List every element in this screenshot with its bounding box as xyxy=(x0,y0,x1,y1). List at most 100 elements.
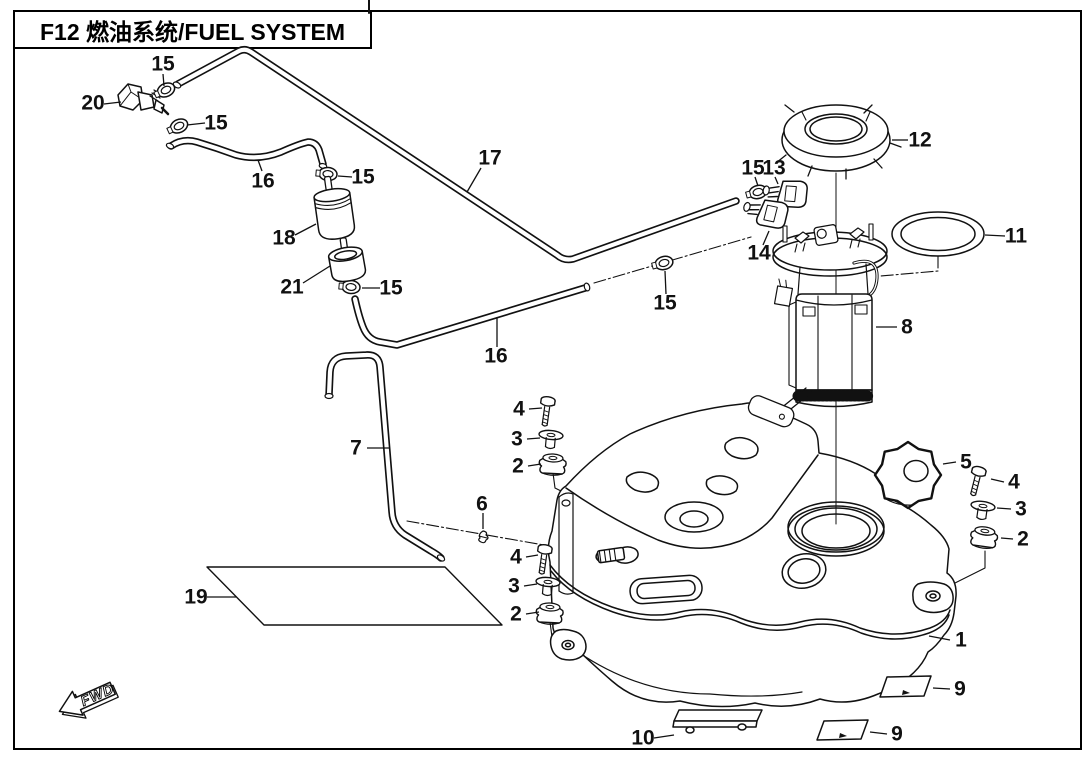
clamp-15b xyxy=(164,115,191,138)
callout-part-9: 9 xyxy=(954,678,966,701)
callout-part-15: 15 xyxy=(653,292,677,315)
callout-part-10: 10 xyxy=(631,727,654,750)
gauge-opening xyxy=(781,553,827,589)
clamp-15e xyxy=(649,253,676,274)
callout-leader xyxy=(869,731,888,735)
float xyxy=(747,395,795,428)
callout-part-4: 4 xyxy=(1008,471,1020,494)
callout-leader xyxy=(302,265,331,284)
grommet-2b xyxy=(534,601,565,626)
pad-9b xyxy=(816,719,869,741)
fuel-tank xyxy=(547,402,957,708)
callout-part-21: 21 xyxy=(280,276,304,299)
callout-part-3: 3 xyxy=(508,575,520,598)
tank-pads xyxy=(672,675,932,741)
callout-leader xyxy=(337,175,353,178)
clip-6 xyxy=(478,530,489,544)
fuel-cap-5 xyxy=(873,440,943,510)
tank-seam xyxy=(549,564,951,635)
callout-part-2: 2 xyxy=(1017,528,1029,551)
fwd-label: FWD xyxy=(78,680,116,709)
callout-part-7: 7 xyxy=(350,437,362,460)
tank-recess xyxy=(629,574,703,605)
callout-leader xyxy=(932,687,951,690)
callout-leader xyxy=(942,461,957,465)
hose-16-lower xyxy=(351,282,591,349)
callout-part-4: 4 xyxy=(510,546,522,569)
callout-part-16: 16 xyxy=(251,170,274,193)
callout-leader xyxy=(653,734,675,739)
hose-7 xyxy=(324,351,446,562)
callout-part-15: 15 xyxy=(204,112,228,135)
callout-leader xyxy=(466,167,482,193)
hose-16-upper xyxy=(165,136,328,170)
tank-ear-left xyxy=(549,628,587,661)
fuel-filter-18 xyxy=(313,175,356,251)
quick-connector-20 xyxy=(117,83,170,116)
callout-part-14: 14 xyxy=(747,242,771,265)
seal-gasket-11 xyxy=(891,211,985,257)
callout-part-15: 15 xyxy=(351,166,375,189)
hose-17 xyxy=(172,45,740,264)
callout-part-20: 20 xyxy=(81,92,104,115)
washer-3a xyxy=(537,428,565,451)
callout-part-2: 2 xyxy=(512,455,524,478)
callout-part-4: 4 xyxy=(513,398,525,421)
callout-part-6: 6 xyxy=(476,493,488,516)
callout-part-9: 9 xyxy=(891,723,903,746)
callout-leader xyxy=(257,159,263,172)
callout-part-16: 16 xyxy=(484,345,507,368)
tank-ear-right xyxy=(912,581,954,614)
callout-part-11: 11 xyxy=(1005,225,1028,248)
callout-part-8: 8 xyxy=(901,316,913,339)
holder-21 xyxy=(327,246,367,283)
callout-part-3: 3 xyxy=(1015,498,1027,521)
pad-9a xyxy=(879,675,932,698)
callout-leader xyxy=(294,223,317,236)
callout-leader xyxy=(526,437,541,440)
washer-3c xyxy=(968,499,997,522)
callout-part-15: 15 xyxy=(379,277,403,300)
callout-part-15: 15 xyxy=(151,53,175,76)
tank-bracket xyxy=(558,492,574,595)
callout-leader xyxy=(996,507,1012,510)
callout-leader xyxy=(774,176,779,185)
callout-part-5: 5 xyxy=(960,451,972,474)
callout-leader xyxy=(186,122,206,126)
callout-part-3: 3 xyxy=(511,428,523,451)
callout-leader xyxy=(1000,537,1014,540)
callout-part-1: 1 xyxy=(955,629,967,652)
callout-part-19: 19 xyxy=(184,586,207,609)
callout-part-15: 15 xyxy=(741,157,765,180)
callout-leader xyxy=(664,270,667,295)
fuel-pump-assembly-8 xyxy=(747,172,888,525)
callout-leader xyxy=(525,611,540,615)
grommet-2a xyxy=(537,452,568,477)
callout-part-13: 13 xyxy=(762,157,785,180)
tank-outlet-barb xyxy=(595,546,639,564)
callout-part-12: 12 xyxy=(908,129,931,152)
callout-leader xyxy=(523,583,538,587)
pad-10 xyxy=(672,709,763,734)
callout-leader xyxy=(990,478,1005,483)
callout-part-2: 2 xyxy=(510,603,522,626)
callout-leader xyxy=(762,230,770,246)
grommet-2c xyxy=(968,524,1000,551)
callout-part-18: 18 xyxy=(272,227,296,250)
callout-leader xyxy=(527,463,542,467)
callout-leader xyxy=(103,101,122,105)
callout-leader xyxy=(754,176,759,187)
warning-label-19 xyxy=(206,566,503,626)
callout-leader xyxy=(528,407,543,410)
callout-leader xyxy=(984,234,1006,237)
callout-part-17: 17 xyxy=(478,147,501,170)
bolt-4a xyxy=(536,395,557,428)
fwd-arrow: FWD xyxy=(58,680,119,719)
title-block: F12 燃油系统/FUEL SYSTEM xyxy=(13,10,372,49)
lock-ring-12 xyxy=(775,104,902,180)
callout-leader xyxy=(525,554,539,558)
callout-leader xyxy=(162,73,165,87)
